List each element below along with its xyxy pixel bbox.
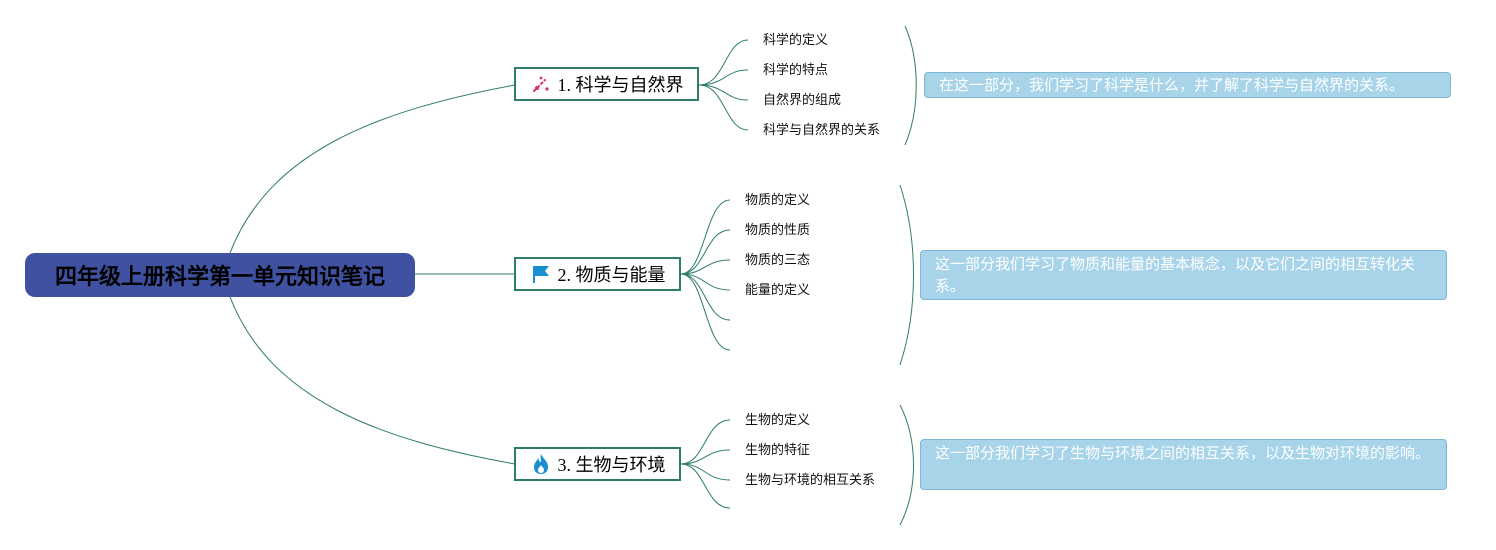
leaf-item[interactable]: 科学的定义 — [763, 33, 829, 48]
leaf-item[interactable]: 物质的定义 — [745, 193, 811, 208]
bracket-2 — [899, 184, 914, 366]
summary-text-3: 这一部分我们学习了生物与环境之间的相互关系，以及生物对环境的影响。 — [935, 444, 1431, 462]
fire-icon — [530, 453, 552, 475]
summary-text-2: 这一部分我们学习了物质和能量的基本概念，以及它们之间的相互转化关系。 — [935, 255, 1416, 295]
root-to-branch-3 — [229, 296, 516, 465]
branch-label-1: 1. 科学与自然界 — [557, 75, 684, 95]
root-to-branch-1 — [229, 84, 516, 254]
flag-icon — [530, 263, 552, 285]
branch-node-3[interactable]: 3. 生物与环境 — [514, 447, 681, 481]
leaf-item[interactable]: 科学的特点 — [763, 63, 829, 78]
branch-node-1[interactable]: 1. 科学与自然界 — [514, 67, 699, 101]
summary-box-3[interactable]: 这一部分我们学习了生物与环境之间的相互关系，以及生物对环境的影响。 — [920, 439, 1447, 490]
summary-text-1: 在这一部分，我们学习了科学是什么，并了解了科学与自然界的关系。 — [939, 76, 1405, 94]
branch-label-3: 3. 生物与环境 — [557, 455, 666, 475]
root-title: 四年级上册科学第一单元知识笔记 — [54, 265, 385, 290]
branch-node-2[interactable]: 2. 物质与能量 — [514, 257, 681, 291]
leaf-item[interactable]: 生物的定义 — [745, 413, 811, 428]
leaf-item[interactable]: 能量的定义 — [745, 283, 811, 298]
leaf-item[interactable]: 自然界的组成 — [763, 93, 842, 108]
leaf-item[interactable]: 生物的特征 — [745, 443, 811, 458]
summary-box-1[interactable]: 在这一部分，我们学习了科学是什么，并了解了科学与自然界的关系。 — [924, 72, 1451, 98]
bracket-1 — [904, 25, 917, 146]
leaf-item[interactable]: 物质的三态 — [745, 253, 811, 268]
magic-wand-icon — [530, 73, 552, 95]
summary-box-2[interactable]: 这一部分我们学习了物质和能量的基本概念，以及它们之间的相互转化关系。 — [920, 250, 1447, 300]
leaf-item[interactable]: 生物与环境的相互关系 — [745, 473, 876, 488]
branch-label-2: 2. 物质与能量 — [557, 265, 666, 285]
bracket-3 — [899, 404, 914, 526]
leaf-item[interactable]: 科学与自然界的关系 — [763, 123, 881, 138]
root-node[interactable]: 四年级上册科学第一单元知识笔记 — [25, 253, 415, 297]
leaf-item[interactable]: 物质的性质 — [745, 223, 811, 238]
